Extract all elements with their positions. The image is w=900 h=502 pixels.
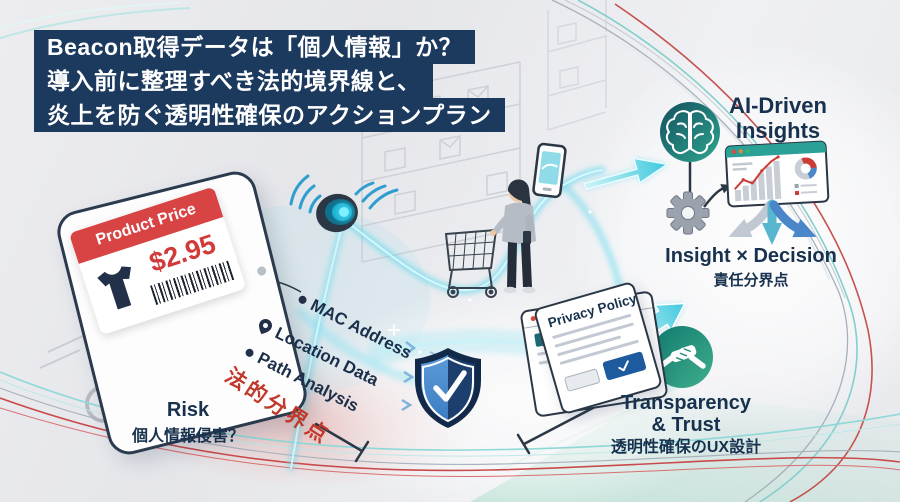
insight-decision-subtitle: 責任分界点 <box>713 272 789 289</box>
privacy-accept-button <box>601 351 647 381</box>
title-banner: Beacon取得データは「個人情報」か？ 導入前に整理すべき法的境界線と、 炎上… <box>34 30 505 132</box>
transparency-line-1: Transparency <box>620 392 752 414</box>
title-line-2: 導入前に整理すべき法的境界線と、 <box>34 64 434 98</box>
split-arrows-icon <box>728 199 817 245</box>
location-pin-icon <box>259 319 272 335</box>
title-line-1: Beacon取得データは「個人情報」か？ <box>34 30 476 64</box>
title-line-3: 炎上を防ぐ透明性確保のアクションプラン <box>34 98 505 132</box>
ai-cluster <box>660 102 830 245</box>
tshirt-icon <box>97 266 132 310</box>
flow-arrow-right-icon <box>583 157 670 191</box>
gear-to-window-arrow <box>703 184 732 208</box>
bullet-dot-icon <box>244 347 255 359</box>
location-data-label: Location Data <box>255 315 381 391</box>
swoosh-lines-top-left <box>0 2 191 39</box>
ai-driven-insights-title: AI-Driven Insights <box>729 93 827 143</box>
product-display-tablet: Product Price $2.95 <box>52 167 312 459</box>
privacy-decline-button <box>563 368 601 392</box>
insight-decision-title: Insight × Decision <box>665 245 837 267</box>
shopping-cart-icon <box>444 218 516 298</box>
transparency-trust-block: Transparency & Trust 透明性確保のUX設計 <box>598 392 774 457</box>
brain-icon <box>665 110 715 155</box>
bullet-dot-icon <box>297 294 308 306</box>
transparency-subtitle: 透明性確保のUX設計 <box>610 439 762 456</box>
risk-title: Risk <box>166 399 210 421</box>
camera-dot-icon <box>256 265 268 277</box>
beacon-icon <box>289 174 399 233</box>
privacy-policy-card: Privacy Policy <box>532 280 664 416</box>
gear-icon <box>666 191 710 235</box>
check-icon <box>618 359 629 371</box>
shield-check-icon <box>415 348 481 428</box>
transparency-line-2: & Trust <box>651 414 721 436</box>
smartphone-icon <box>532 142 567 199</box>
product-price-label: Product Price $2.95 <box>68 186 247 336</box>
handshake-icon <box>651 326 713 388</box>
wifi-signal-icon <box>289 174 399 214</box>
shopper-icon <box>490 179 536 294</box>
analytics-window-icon <box>724 140 830 208</box>
risk-subtitle: 個人情報侵害？ <box>131 428 244 445</box>
